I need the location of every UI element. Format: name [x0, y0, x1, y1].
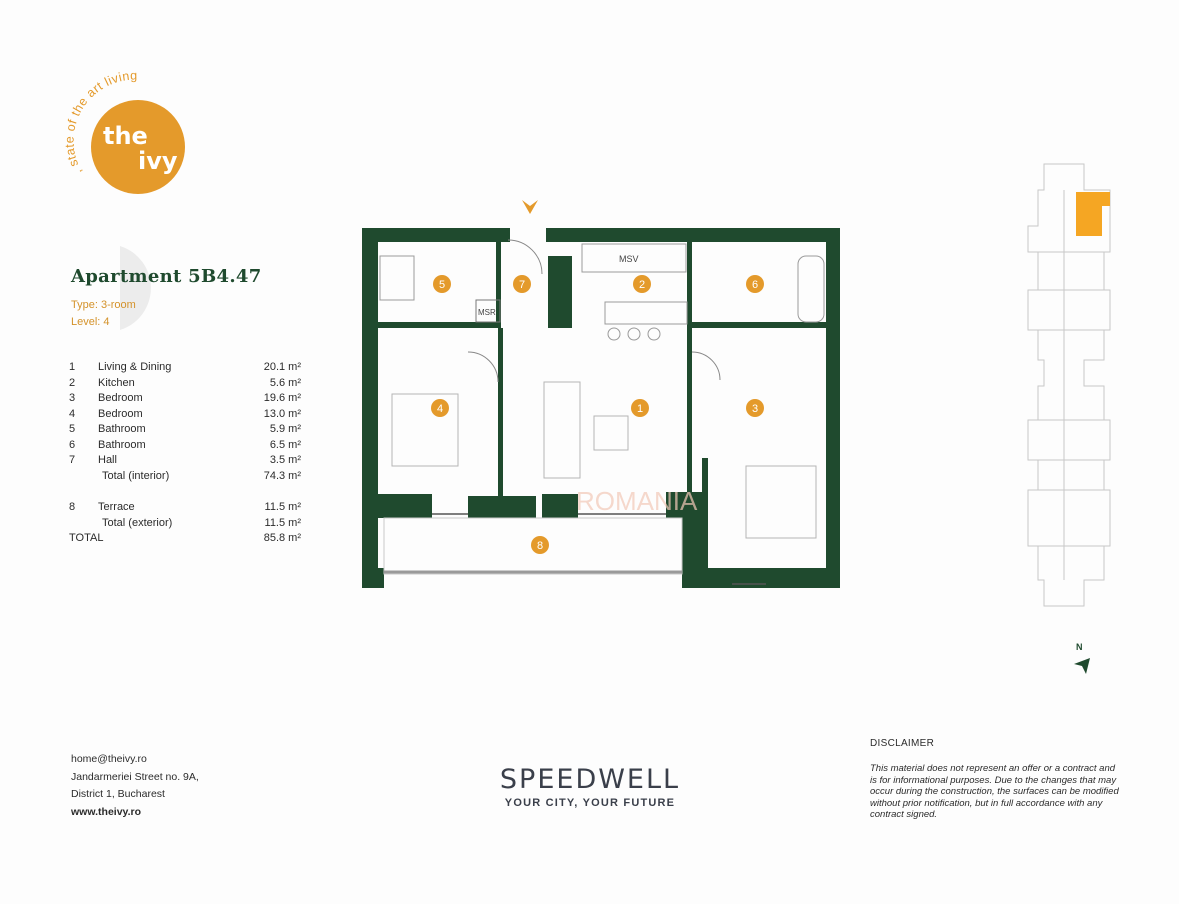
room-marker-7: 7: [519, 279, 525, 291]
logo-word-the: the: [103, 122, 148, 150]
room-marker-1: 1: [637, 403, 643, 415]
decorative-half-circle: [120, 246, 151, 330]
brand-tagline: YOUR CITY, YOUR FUTURE: [504, 797, 676, 809]
room-marker-4: 4: [437, 403, 443, 415]
room-marker-3: 3: [752, 403, 758, 415]
apartment-highlight: [1076, 192, 1110, 236]
apartment-level: Level: 4: [71, 316, 110, 328]
north-label: N: [1076, 642, 1083, 652]
total-exterior-row: Total (exterior)11.5 m²: [102, 516, 301, 529]
contact-district: District 1, Bucharest: [71, 788, 165, 800]
room-marker-6: 6: [752, 279, 758, 291]
floor-plan: MSV MSR ROMANIA 1 2 3 4 5 6 7 8: [362, 200, 840, 588]
contact-email[interactable]: home@theivy.ro: [71, 753, 147, 765]
building-key-plan: [1027, 163, 1111, 607]
the-ivy-logo: , state of the art living the ivy: [63, 72, 185, 194]
contact-info: home@theivy.ro Jandarmeriei Street no. 9…: [71, 751, 199, 821]
room-markers: 1 2 3 4 5 6 7 8: [431, 275, 764, 554]
brand-name: SPEEDWELL: [499, 764, 681, 795]
watermark: ROMANIA: [576, 486, 698, 516]
walls: [362, 228, 840, 588]
disclaimer-title: DISCLAIMER: [870, 738, 935, 749]
room-marker-2: 2: [639, 279, 645, 291]
room-marker-5: 5: [439, 279, 445, 291]
north-arrow-icon: N: [1074, 642, 1090, 674]
contact-website[interactable]: www.theivy.ro: [71, 805, 142, 818]
apartment-title: Apartment 5B4.47: [71, 266, 262, 287]
contact-street: Jandarmeriei Street no. 9A,: [71, 770, 199, 783]
msv-label: MSV: [619, 254, 639, 264]
disclaimer-text: This material does not represent an offe…: [870, 763, 1119, 820]
speedwell-brand: SPEEDWELL YOUR CITY, YOUR FUTURE: [470, 764, 710, 809]
msr-label: MSR: [478, 308, 496, 317]
apartment-type: Type: 3-room: [71, 299, 136, 311]
room-marker-8: 8: [537, 540, 543, 552]
total-interior-row: Total (interior)74.3 m²: [102, 469, 301, 482]
logo-word-ivy: ivy: [138, 147, 178, 175]
